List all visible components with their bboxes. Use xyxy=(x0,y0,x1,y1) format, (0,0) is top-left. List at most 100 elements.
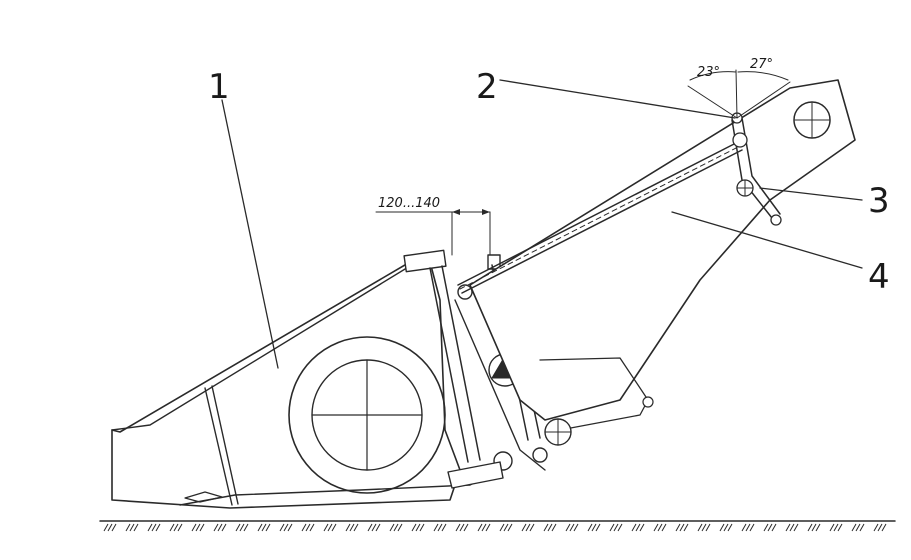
ground-hatch-mark xyxy=(243,523,249,532)
ground-hatch-mark xyxy=(191,523,197,532)
ground-hatch-mark xyxy=(631,523,637,532)
ground-hatch-mark xyxy=(111,523,117,532)
ground-hatch-mark xyxy=(287,523,293,532)
ground-hatch-mark xyxy=(595,523,601,532)
angle-right-label: 27° xyxy=(750,57,773,72)
ground-hatch-mark xyxy=(125,523,131,532)
ground-hatch-mark xyxy=(507,523,513,532)
ground-hatch-mark xyxy=(851,523,857,532)
ground-hatch-mark xyxy=(437,523,443,532)
ground-hatch-mark xyxy=(367,523,373,532)
ground-hatch-mark xyxy=(617,523,623,532)
ground-hatch-mark xyxy=(815,523,821,532)
ground-hatch-mark xyxy=(459,523,465,532)
angle-indicator: 23° 27° xyxy=(687,57,791,119)
ground-hatch-mark xyxy=(881,523,887,532)
ground-hatch-mark xyxy=(173,523,179,532)
ground-hatch-mark xyxy=(525,523,531,532)
ground-hatch-mark xyxy=(221,523,227,532)
ground-hatch-mark xyxy=(833,523,839,532)
ground-hatch-mark xyxy=(305,523,311,532)
ground-hatch-mark xyxy=(741,523,747,532)
ground-hatch-mark xyxy=(195,523,201,532)
ground-hatch-mark xyxy=(151,523,157,532)
ground-hatch-mark xyxy=(177,523,183,532)
ground-hatch-mark xyxy=(829,523,835,532)
ground-hatch-mark xyxy=(389,523,395,532)
ground-hatch-mark xyxy=(265,523,271,532)
ground-hatch-mark xyxy=(235,523,241,532)
ground-hatch-mark xyxy=(309,523,315,532)
ground-hatch-mark xyxy=(375,523,381,532)
ground-hatch-mark xyxy=(705,523,711,532)
ground-hatch-mark xyxy=(675,523,681,532)
ground-hatch-mark xyxy=(569,523,575,532)
header-body xyxy=(111,261,501,509)
ground-hatch-mark xyxy=(353,523,359,532)
ground-hatch-mark xyxy=(749,523,755,532)
ground-hatch-mark xyxy=(323,523,329,532)
callout-leaders xyxy=(221,79,863,369)
ground-hatch-mark xyxy=(683,523,689,532)
ground-hatch-mark xyxy=(477,523,483,532)
ground-hatch-mark xyxy=(331,523,337,532)
ground-hatch-mark xyxy=(653,523,659,532)
ground-hatch-mark xyxy=(859,523,865,532)
ground-hatch-mark xyxy=(697,523,703,532)
ground-line xyxy=(99,520,896,532)
ground-hatch-mark xyxy=(723,523,729,532)
ground-hatch-mark xyxy=(463,523,469,532)
ground-hatch-mark xyxy=(485,523,491,532)
ground-hatch-mark xyxy=(811,523,817,532)
ground-hatch-mark xyxy=(327,523,333,532)
ground-hatch-mark xyxy=(763,523,769,532)
ground-hatch-mark xyxy=(301,523,307,532)
ground-hatch-mark xyxy=(239,523,245,532)
ground-hatch-mark xyxy=(551,523,557,532)
ground-hatch-mark xyxy=(587,523,593,532)
ground-hatch-mark xyxy=(279,523,285,532)
ground-hatch-mark xyxy=(103,523,109,532)
ground-hatch-mark xyxy=(639,523,645,532)
ground-hatch-mark xyxy=(547,523,553,532)
ground-hatch-mark xyxy=(719,523,725,532)
ground-hatch-mark xyxy=(767,523,773,532)
ground-hatch-mark xyxy=(789,523,795,532)
ground-hatch-mark xyxy=(411,523,417,532)
ground-hatch-mark xyxy=(635,523,641,532)
ground-hatch-mark xyxy=(855,523,861,532)
callout-1: 1 xyxy=(208,67,230,107)
dimension-annotation: 120...140 xyxy=(375,196,491,256)
ground-hatch-mark xyxy=(591,523,597,532)
ground-hatch-mark xyxy=(503,523,509,532)
ground-hatch-mark xyxy=(433,523,439,532)
ground-hatch-mark xyxy=(349,523,355,532)
ground-hatch-mark xyxy=(679,523,685,532)
ground-hatch-mark xyxy=(573,523,579,532)
lever-mechanism xyxy=(731,112,782,226)
ground-hatch-mark xyxy=(169,523,175,532)
ground-hatch-mark xyxy=(199,523,205,532)
ground-hatch-mark xyxy=(657,523,663,532)
ground-hatch-mark xyxy=(261,523,267,532)
ground-hatch-mark xyxy=(419,523,425,532)
callout-3: 3 xyxy=(868,181,890,221)
ground-hatch-mark xyxy=(393,523,399,532)
dimension-label: 120...140 xyxy=(378,196,440,211)
callout-2: 2 xyxy=(476,67,498,107)
ground-hatch-mark xyxy=(543,523,549,532)
ground-hatch-mark xyxy=(397,523,403,532)
ground-hatch-mark xyxy=(745,523,751,532)
ground-hatch-mark xyxy=(727,523,733,532)
ground-hatch-mark xyxy=(521,523,527,532)
ground-hatch-mark xyxy=(147,523,153,532)
ground-hatching xyxy=(103,523,887,532)
feeder-housing xyxy=(469,79,856,446)
ground-hatch-mark xyxy=(481,523,487,532)
ground-hatch-mark xyxy=(771,523,777,532)
ground-hatch-mark xyxy=(441,523,447,532)
ground-hatch-mark xyxy=(257,523,263,532)
ground-hatch-mark xyxy=(877,523,883,532)
ground-hatch-mark xyxy=(609,523,615,532)
angle-left-label: 23° xyxy=(697,65,720,80)
